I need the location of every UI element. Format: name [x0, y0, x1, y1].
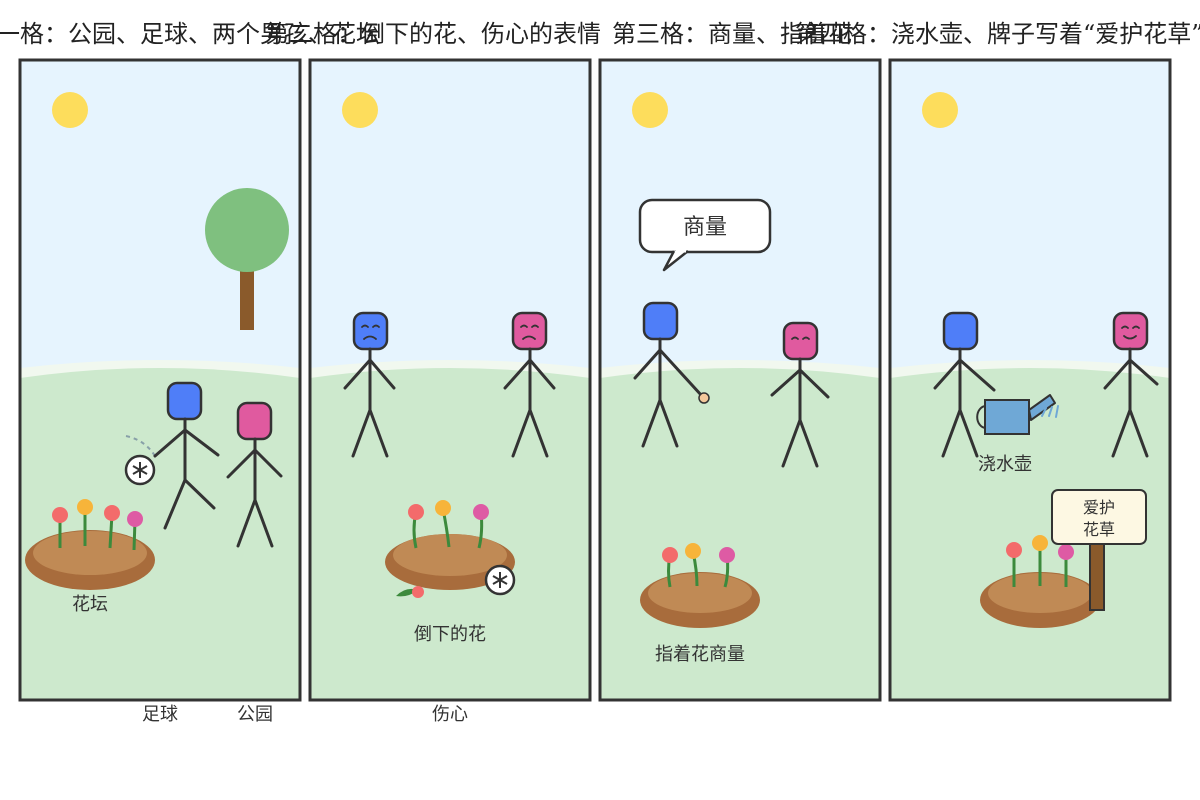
caption-panel-1: 第一格：公园、足球、两个男孩、花坛 [0, 20, 380, 48]
panel-frame [308, 58, 592, 702]
boy-a [933, 311, 996, 458]
panel-frame [888, 58, 1172, 702]
boy-b [770, 321, 830, 468]
label-flowerbed: 花坛 [72, 594, 108, 615]
sun-icon [632, 92, 668, 128]
flowerbed-icon [25, 499, 155, 590]
football-icon [124, 454, 156, 486]
boy-b-happy [1103, 311, 1159, 458]
caption-panel-2: 第二格：倒下的花、伤心的表情 [265, 20, 601, 48]
tree-icon [205, 188, 289, 330]
speech-text: 商量 [683, 215, 727, 240]
label-watering-can: 浇水壶 [978, 454, 1032, 475]
fallen-flower-icon [396, 586, 424, 598]
boy-b-sad [503, 311, 556, 458]
football-icon [484, 564, 516, 596]
sun-icon [342, 92, 378, 128]
sign-text-line-2: 花草 [1083, 520, 1115, 539]
panel-3: 商量 [598, 58, 882, 702]
label-football: 足球 [142, 704, 178, 725]
panel-frame [18, 58, 302, 702]
flowerbed-icon [385, 500, 515, 590]
label-sad: 伤心 [432, 704, 468, 725]
boy-a [153, 381, 220, 530]
flowerbed-icon [980, 535, 1100, 628]
flowerbed-icon [640, 543, 760, 628]
caption-panel-4: 第四格：浇水壶、牌子写着“爱护花草” [795, 20, 1200, 48]
label-pointing: 指着花商量 [655, 644, 745, 665]
caption-panel-3: 第三格：商量、指着花 [612, 20, 852, 48]
boy-a-sad [343, 311, 396, 458]
label-fallen-flower: 倒下的花 [414, 624, 486, 645]
sun-icon [52, 92, 88, 128]
label-park: 公园 [237, 704, 273, 725]
boy-b [226, 401, 283, 548]
boy-a-pointing [633, 301, 710, 448]
watering-can-icon [976, 394, 1059, 435]
sun-icon [922, 92, 958, 128]
speech-bubble [638, 198, 772, 272]
panel-1: 花坛 [18, 58, 302, 725]
panel-4: 浇水壶 [888, 58, 1172, 702]
sign-icon [1051, 489, 1147, 611]
panel-2: 倒下的花 伤心 [308, 58, 592, 725]
panel-frame [598, 58, 882, 702]
ball-trajectory [125, 435, 156, 457]
sign-text-line-1: 爱护 [1083, 498, 1115, 517]
